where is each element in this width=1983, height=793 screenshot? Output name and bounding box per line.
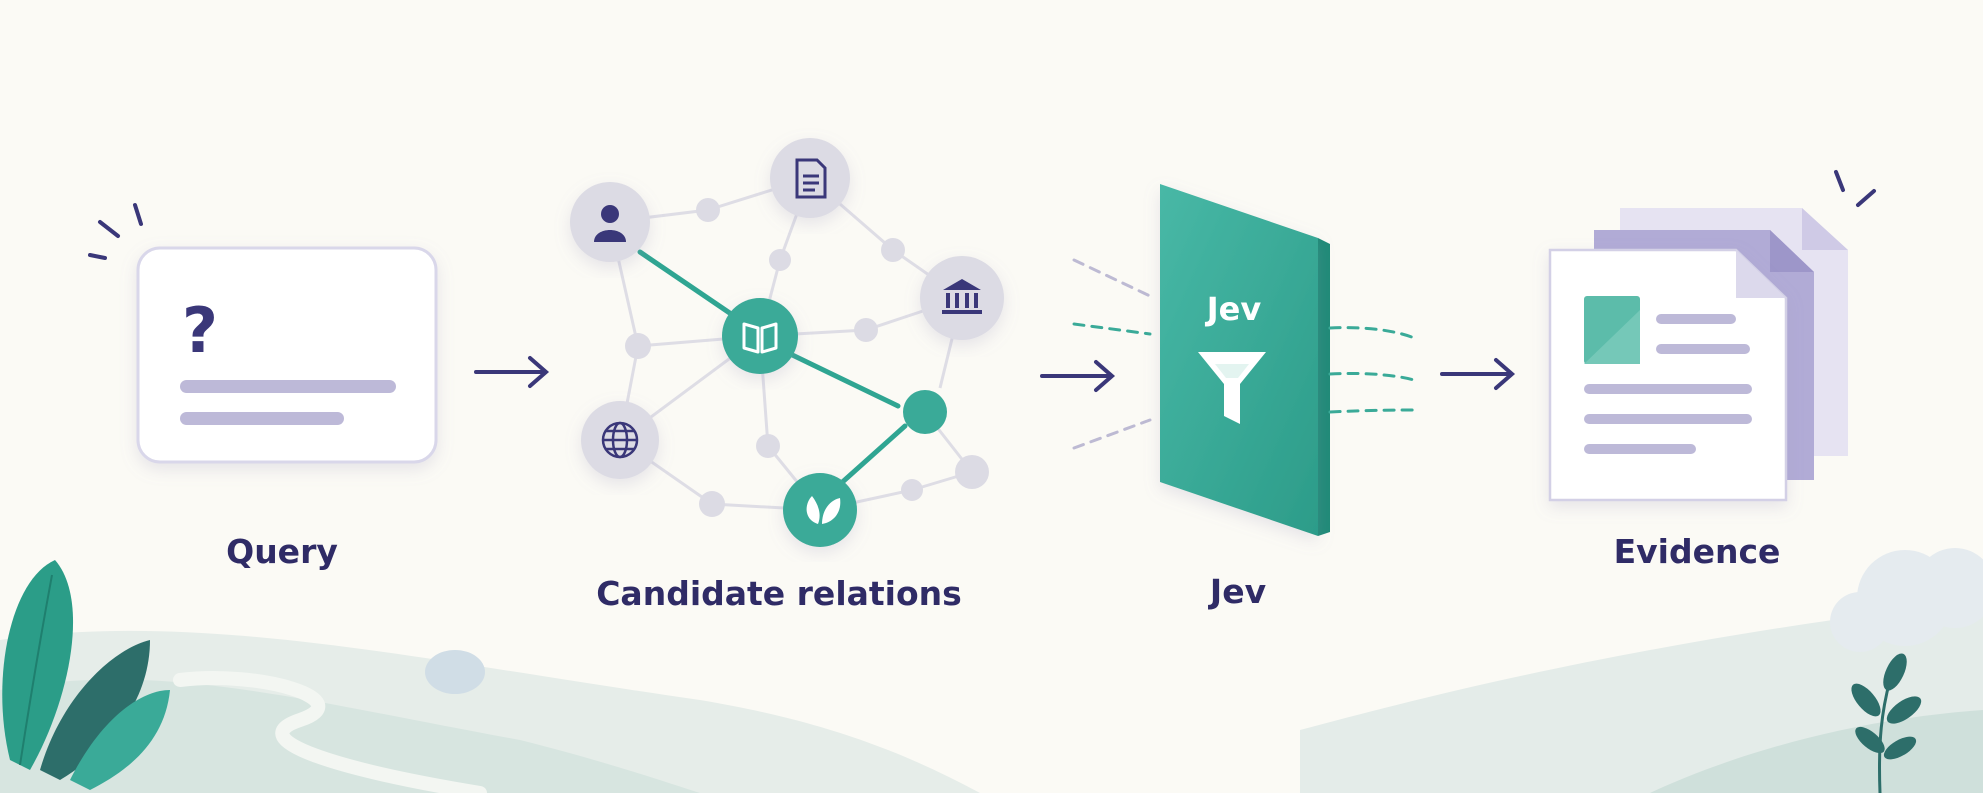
leaf-node <box>783 473 857 547</box>
book-node <box>722 298 798 374</box>
query-card: ? <box>88 203 438 464</box>
arrow-query-to-candidates <box>474 356 550 388</box>
leaf-decoration-right <box>1851 653 1922 793</box>
evidence-stack <box>1548 170 1876 502</box>
filter-panel-text: Jev <box>1205 290 1262 328</box>
person-icon <box>594 205 626 242</box>
arrow-filter-to-evidence <box>1440 358 1516 390</box>
book-icon <box>742 322 778 354</box>
spark-lines <box>88 203 143 260</box>
bank-icon <box>942 279 982 314</box>
highlighted-node <box>903 390 947 434</box>
arrow-candidates-to-filter <box>1040 360 1116 392</box>
globe-node <box>581 401 659 479</box>
spark-lines <box>1834 170 1876 207</box>
query-label: Query <box>226 532 338 571</box>
background-landscape <box>0 548 1983 793</box>
globe-icon <box>601 421 639 459</box>
incoming-dashes <box>1072 258 1152 450</box>
person-node <box>570 182 650 262</box>
funnel-icon <box>1198 352 1266 424</box>
document-node <box>770 138 850 218</box>
question-mark-icon: ? <box>182 294 218 367</box>
outgoing-dashes <box>1328 326 1416 414</box>
filter-panel: Jev <box>1160 184 1330 536</box>
document-icon <box>795 158 827 199</box>
institution-node <box>920 256 1004 340</box>
candidate-relations-label: Candidate relations <box>596 574 962 613</box>
filter-label: Jev <box>1209 572 1267 611</box>
leaf-icon <box>806 496 841 524</box>
evidence-label: Evidence <box>1613 532 1781 571</box>
leaf-decoration-left <box>2 560 170 790</box>
relation-graph <box>570 138 1004 547</box>
